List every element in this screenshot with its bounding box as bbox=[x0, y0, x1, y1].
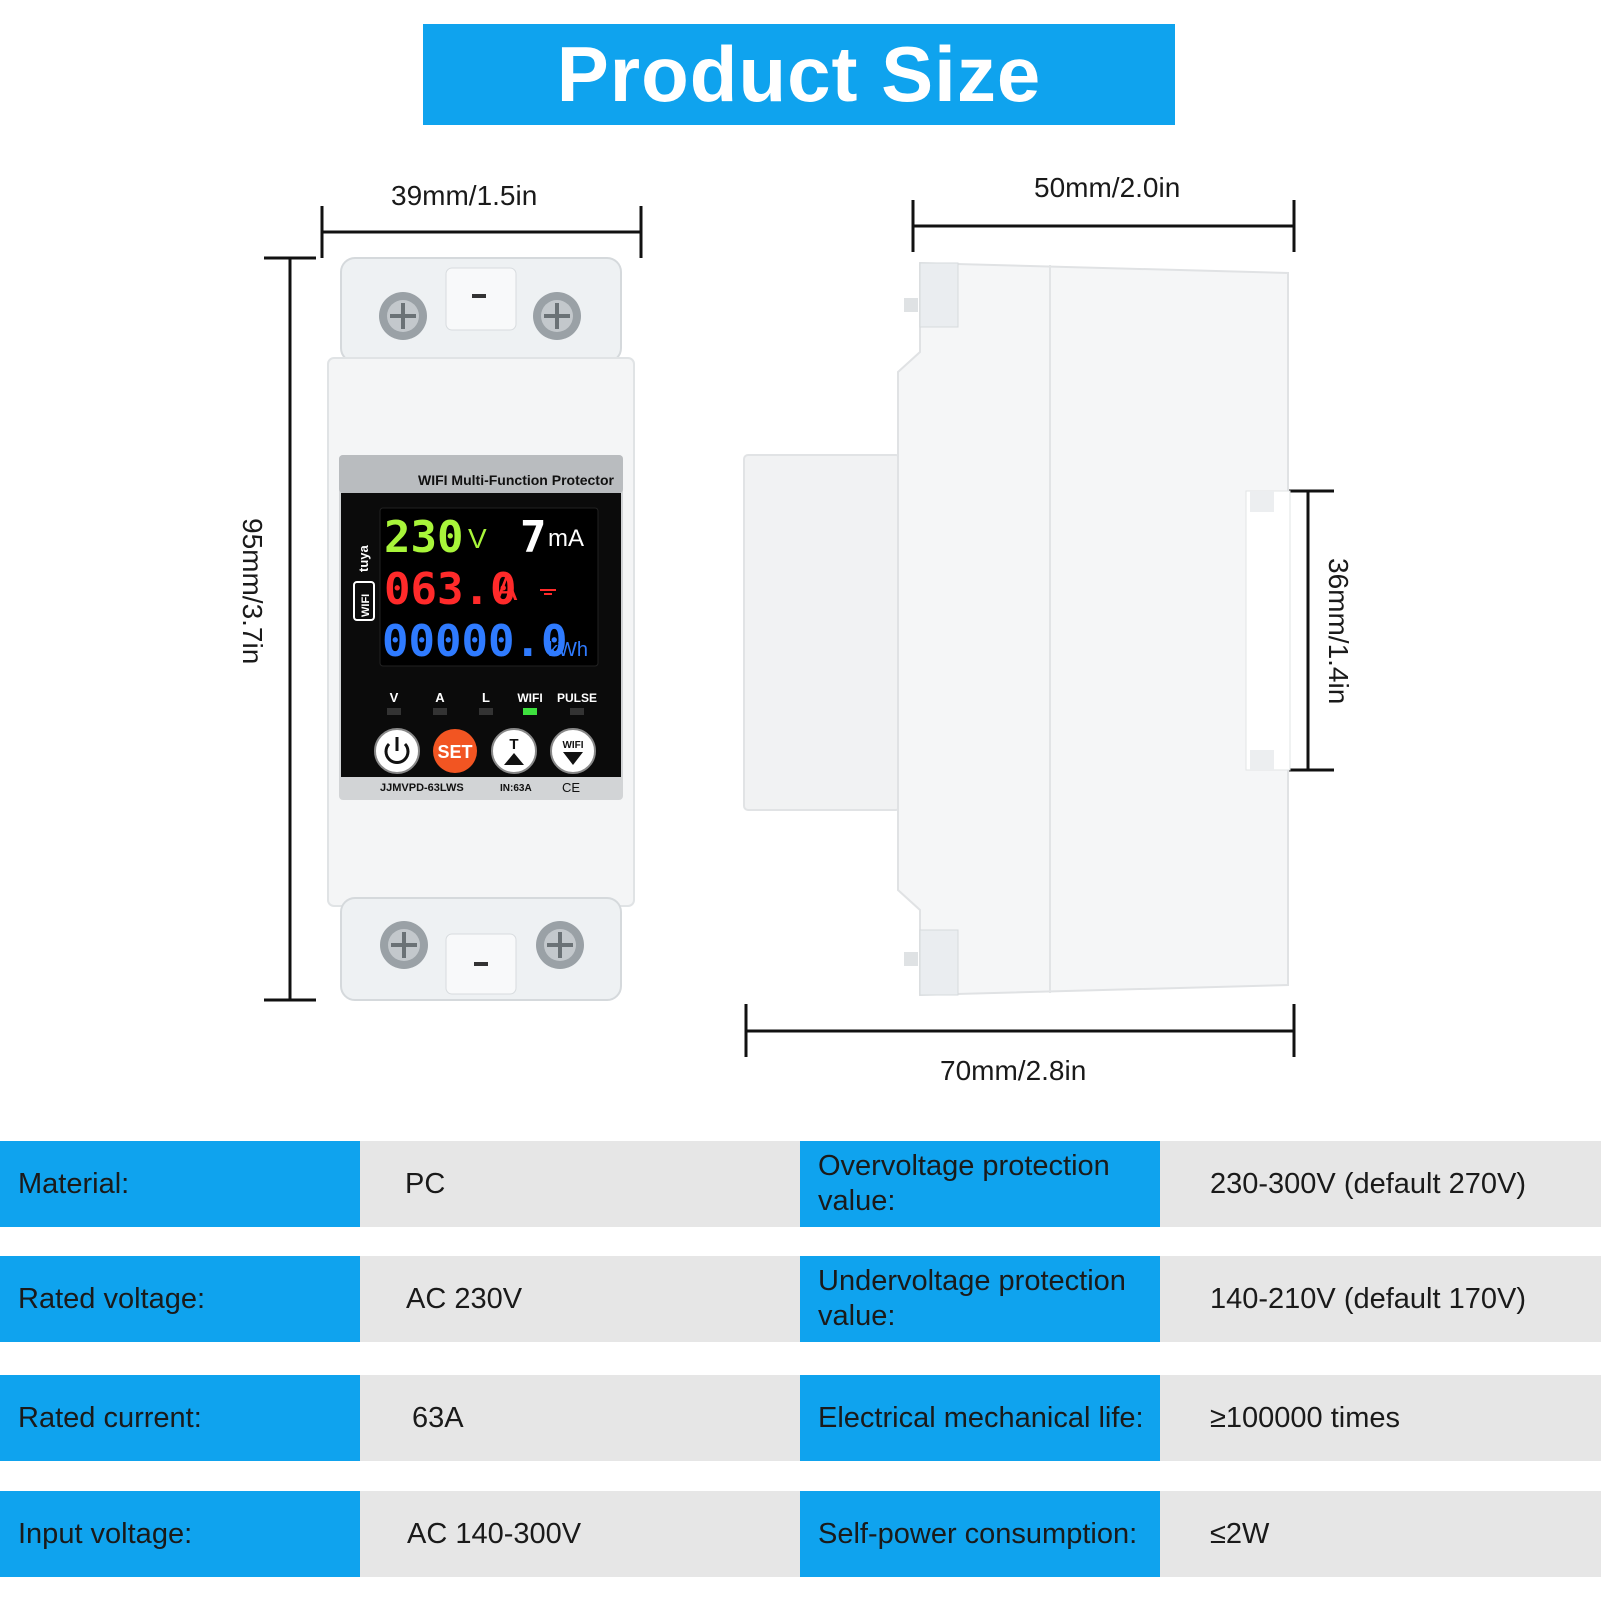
plug-icon bbox=[540, 589, 556, 595]
indicator-label-l: L bbox=[482, 690, 490, 705]
timer-up-button[interactable]: T bbox=[491, 728, 537, 774]
product-illustration: WIFI Multi-Function Protector tuya WIFI … bbox=[264, 200, 1334, 1057]
spec-value: AC 230V bbox=[360, 1256, 800, 1342]
device-side-view bbox=[743, 261, 1291, 997]
arrow-down-icon bbox=[563, 752, 583, 765]
screw-icon bbox=[380, 921, 428, 969]
indicator-label-v: V bbox=[390, 690, 399, 705]
wifi-down-button[interactable]: WIFI bbox=[550, 728, 596, 774]
side-depth-bottom-label: 70mm/2.8in bbox=[940, 1055, 1087, 1086]
spec-label: Rated current: bbox=[0, 1375, 360, 1461]
device-front-view: WIFI Multi-Function Protector tuya WIFI … bbox=[327, 257, 635, 1001]
front-width-label: 39mm/1.5in bbox=[391, 180, 538, 211]
title-banner: Product Size bbox=[423, 24, 1175, 125]
spec-value: AC 140-300V bbox=[360, 1491, 800, 1577]
page-title: Product Size bbox=[556, 30, 1042, 118]
screw-icon bbox=[533, 292, 581, 340]
energy-readout: 00000.0 bbox=[382, 616, 567, 667]
leak-current-unit: mA bbox=[548, 525, 584, 552]
set-button[interactable]: SET bbox=[433, 729, 477, 773]
arrow-up-icon bbox=[504, 753, 524, 765]
ce-mark: CE bbox=[562, 780, 580, 795]
spec-value: ≤2W bbox=[1160, 1491, 1601, 1577]
spec-label: Rated voltage: bbox=[0, 1256, 360, 1342]
spec-label: Self-power consumption: bbox=[800, 1491, 1160, 1577]
current-readout: 063.0 bbox=[384, 564, 516, 615]
front-height-label: 95mm/3.7in bbox=[237, 518, 268, 665]
spec-value: ≥100000 times bbox=[1160, 1375, 1601, 1461]
indicator-label-wifi: WIFI bbox=[517, 691, 542, 705]
timer-button-label: T bbox=[509, 736, 518, 753]
wifi-button-label: WIFI bbox=[562, 740, 583, 751]
spec-value: 140-210V (default 170V) bbox=[1160, 1256, 1601, 1342]
model-label: JJMVPD-63LWS bbox=[380, 782, 464, 794]
spec-value: 230-300V (default 270V) bbox=[1160, 1141, 1601, 1227]
side-depth-top-label: 50mm/2.0in bbox=[1034, 172, 1181, 203]
voltage-unit: V bbox=[468, 523, 487, 554]
spec-label: Undervoltage protection value: bbox=[800, 1256, 1160, 1342]
voltage-readout: 230 bbox=[384, 512, 463, 563]
device-header-label: WIFI Multi-Function Protector bbox=[418, 472, 615, 488]
current-unit: A bbox=[496, 571, 518, 607]
screw-icon bbox=[379, 292, 427, 340]
indicator-leds bbox=[387, 708, 584, 715]
energy-unit: kWh bbox=[548, 639, 588, 661]
spec-value: 63A bbox=[360, 1375, 800, 1461]
indicator-label-a: A bbox=[435, 690, 445, 705]
spec-label: Material: bbox=[0, 1141, 360, 1227]
spec-value: PC bbox=[360, 1141, 800, 1227]
leak-current-readout: 7 bbox=[520, 512, 547, 563]
screw-icon bbox=[536, 921, 584, 969]
set-button-label: SET bbox=[437, 742, 472, 762]
rail-height-label: 36mm/1.4in bbox=[1323, 558, 1354, 705]
wifi-logo-label: WIFI bbox=[360, 594, 372, 617]
spec-label: Overvoltage protection value: bbox=[800, 1141, 1160, 1227]
spec-label: Electrical mechanical life: bbox=[800, 1375, 1160, 1461]
indicator-label-pulse: PULSE bbox=[557, 691, 597, 705]
spec-label: Input voltage: bbox=[0, 1491, 360, 1577]
tuya-logo-label: tuya bbox=[356, 545, 371, 573]
dimension-lines bbox=[264, 200, 1334, 1057]
rating-label: IN:63A bbox=[500, 783, 532, 794]
power-button[interactable] bbox=[374, 728, 420, 774]
